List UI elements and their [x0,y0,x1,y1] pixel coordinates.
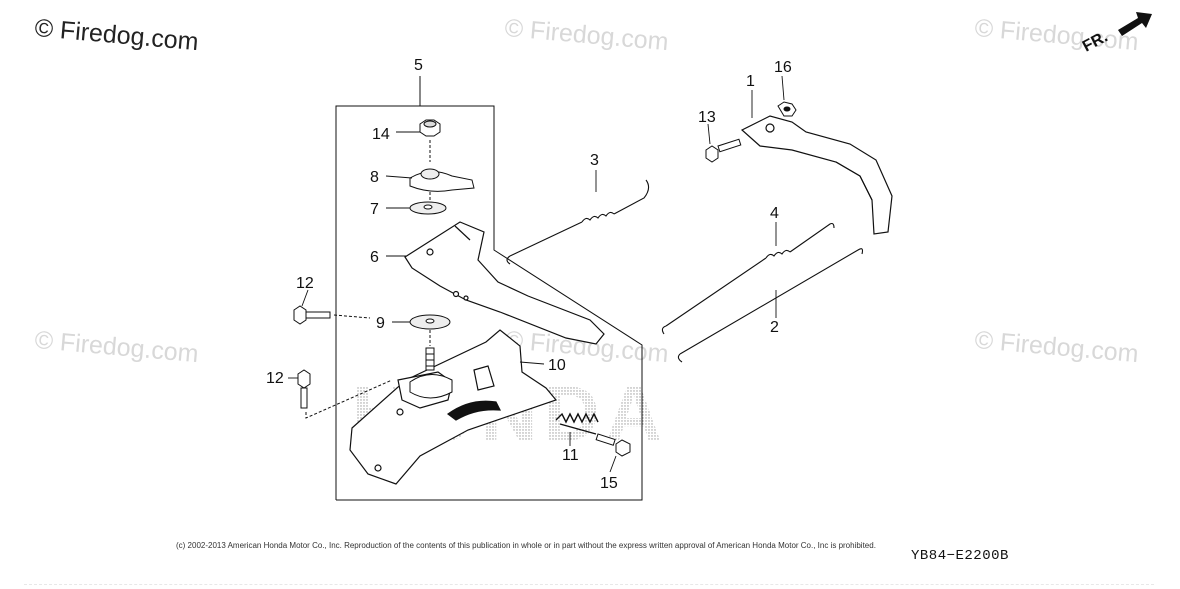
callout-16: 16 [774,59,792,76]
callout-15: 15 [600,475,618,492]
callout-4: 4 [770,205,779,222]
governor-rod-spring-part [506,179,650,265]
callout-14: 14 [372,126,390,143]
pivot-stud-part [409,330,453,399]
callout-6: 6 [370,249,379,266]
bolt-part [705,138,742,163]
throttle-lever-part [740,115,893,235]
callout-7: 7 [370,201,379,218]
callout-12-upper: 12 [296,275,314,292]
control-base-plate-part [349,329,558,485]
copyright-notice: (c) 2002-2013 American Honda Motor Co., … [176,541,876,550]
front-direction-label: FR. [1080,28,1111,55]
callout-12-lower: 12 [266,370,284,387]
callout-9: 9 [376,315,385,332]
nut-part [777,101,797,117]
callout-5: 5 [414,57,423,74]
callout-1: 1 [746,73,755,90]
bottom-divider [24,584,1154,585]
control-plate-washer-part [409,168,475,202]
callout-13: 13 [698,109,716,126]
callout-11: 11 [562,447,579,464]
front-direction-arrow-icon [1118,12,1152,36]
return-spring-part [555,412,599,435]
washer-part [409,314,451,330]
control-rod-part [677,248,864,363]
washer-part [409,201,447,215]
bolt-part [595,433,631,457]
control-lever-part [404,221,605,345]
callout-2: 2 [770,319,779,336]
throttle-rod-spring-part [661,222,835,335]
flange-bolt-part [293,305,371,325]
diagram-code: YB84−E2200B [911,548,1009,564]
flange-bolt-part [297,369,393,419]
callout-10: 10 [548,357,566,374]
callout-3: 3 [590,152,599,169]
callout-leaders [288,75,785,473]
assembly-group-bracket [335,76,643,501]
callout-8: 8 [370,169,379,186]
flange-nut-part [419,119,441,162]
